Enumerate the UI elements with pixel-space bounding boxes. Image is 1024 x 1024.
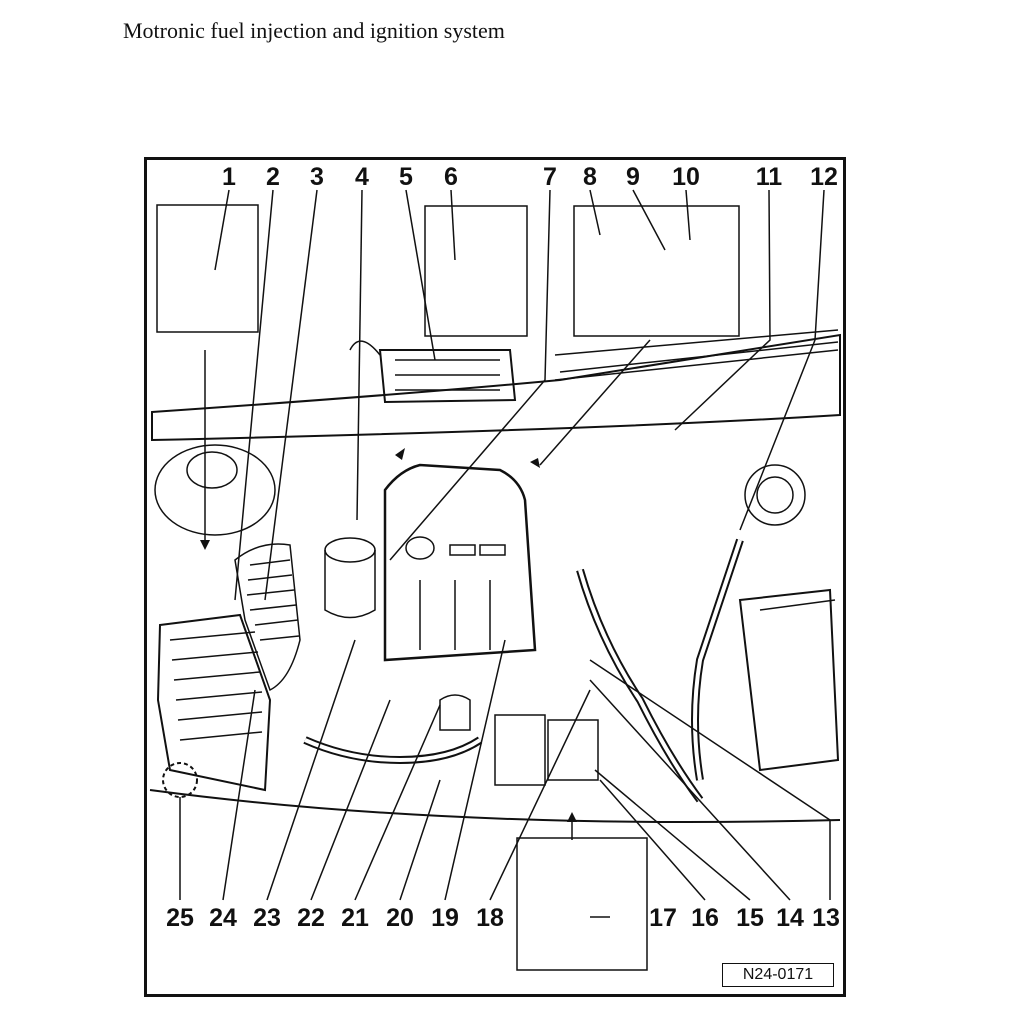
callout-21: 21: [341, 904, 369, 932]
callout-18: 18: [476, 904, 504, 932]
inset-detail-6: [424, 205, 528, 337]
callout-16: 16: [691, 904, 719, 932]
callout-2: 2: [266, 163, 280, 191]
inset-detail-17: [516, 837, 648, 971]
callout-25: 25: [166, 904, 194, 932]
callout-22: 22: [297, 904, 325, 932]
callout-10: 10: [672, 163, 700, 191]
inset-detail-8-10: [573, 205, 740, 337]
callout-5: 5: [399, 163, 413, 191]
callout-3: 3: [310, 163, 324, 191]
callout-1: 1: [222, 163, 236, 191]
callout-15: 15: [736, 904, 764, 932]
callout-14: 14: [776, 904, 804, 932]
figure-reference-code: N24-0171: [722, 963, 834, 987]
callout-4: 4: [355, 163, 369, 191]
callout-24: 24: [209, 904, 237, 932]
callout-6: 6: [444, 163, 458, 191]
callout-13: 13: [812, 904, 840, 932]
callout-8: 8: [583, 163, 597, 191]
inset-detail-1: [156, 204, 259, 333]
callout-7: 7: [543, 163, 557, 191]
callout-20: 20: [386, 904, 414, 932]
callout-23: 23: [253, 904, 281, 932]
callout-11: 11: [755, 163, 783, 191]
callout-19: 19: [431, 904, 459, 932]
callout-12: 12: [810, 163, 838, 191]
callout-9: 9: [626, 163, 640, 191]
page-title: Motronic fuel injection and ignition sys…: [123, 18, 505, 43]
callout-17: 17: [649, 904, 677, 932]
